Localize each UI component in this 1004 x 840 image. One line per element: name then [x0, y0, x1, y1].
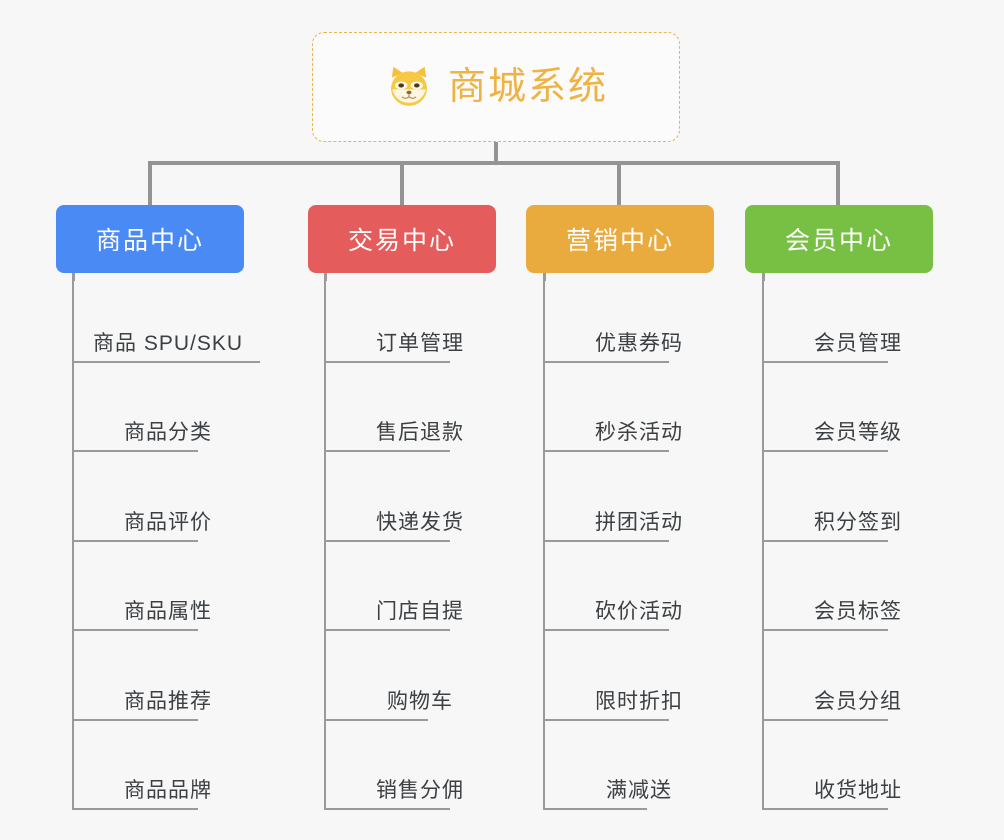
leaf-label: 会员等级 [814, 421, 902, 444]
leaf-item[interactable]: 会员标签 [764, 542, 952, 631]
leaf-item[interactable]: 砍价活动 [545, 542, 733, 631]
leaf-underline [764, 450, 888, 452]
leaf-label: 门店自提 [376, 600, 464, 623]
leaf-underline [764, 629, 888, 631]
leaf-underline [545, 360, 669, 363]
leaf-label: 商品属性 [124, 600, 212, 623]
branch-label-1: 商品中心 [95, 227, 204, 255]
leaf-label: 限时折扣 [595, 689, 683, 713]
leaf-underline [326, 808, 450, 810]
leaf-label: 商品评价 [124, 510, 212, 534]
leaf-label: 收货地址 [814, 779, 902, 802]
leaf-underline [545, 450, 669, 452]
leaf-item[interactable]: 会员分组 [764, 631, 952, 721]
leaf-item[interactable]: 商品属性 [74, 542, 262, 631]
leaf-item[interactable]: 会员等级 [764, 363, 952, 452]
leaf-underline [74, 718, 198, 721]
leaf-label: 购物车 [387, 689, 453, 713]
connector-root-stem [494, 142, 498, 164]
leaf-item[interactable]: 商品分类 [74, 363, 262, 452]
leaf-underline [545, 539, 669, 542]
leaf-underline [74, 629, 198, 631]
branch-label-2: 交易中心 [347, 227, 456, 255]
leaf-label: 会员标签 [814, 600, 902, 623]
leaf-item[interactable]: 商品 SPU/SKU [74, 273, 262, 363]
leaf-column-4: 会员管理 会员等级 积分签到 会员标签 会员分组 收货地址 [762, 273, 952, 810]
leaf-label: 优惠券码 [595, 331, 683, 355]
leaf-label: 商品推荐 [124, 689, 212, 713]
leaf-underline [764, 360, 888, 363]
connector-drop-3 [617, 161, 621, 207]
leaf-underline [326, 718, 428, 721]
leaf-underline [326, 539, 450, 542]
branch-box-1[interactable]: 商品中心 [56, 205, 244, 273]
leaf-label: 商品分类 [124, 421, 212, 444]
leaf-item[interactable]: 商品评价 [74, 452, 262, 542]
branch-label-4: 会员中心 [784, 227, 893, 255]
leaf-label: 会员管理 [814, 331, 902, 355]
leaf-item[interactable]: 限时折扣 [545, 631, 733, 721]
leaf-label: 拼团活动 [595, 510, 683, 534]
leaf-label: 商品 SPU/SKU [92, 331, 244, 355]
leaf-item[interactable]: 优惠券码 [545, 273, 733, 363]
leaf-underline [764, 718, 888, 721]
leaf-underline [326, 629, 450, 631]
leaf-underline [74, 450, 198, 452]
root-node-content: 商城系统 [384, 62, 608, 112]
root-node-mall-system[interactable]: 商城系统 [312, 32, 680, 142]
connector-horizontal-bus [150, 161, 840, 165]
branch-box-4[interactable]: 会员中心 [745, 205, 933, 273]
leaf-underline [764, 808, 888, 810]
connector-drop-4 [836, 161, 840, 207]
leaf-item[interactable]: 满减送 [545, 721, 733, 810]
leaf-column-2: 订单管理 售后退款 快递发货 门店自提 购物车 销售分佣 [324, 273, 514, 810]
leaf-column-1: 商品 SPU/SKU 商品分类 商品评价 商品属性 商品推荐 商品品牌 [72, 273, 262, 810]
leaf-label: 积分签到 [814, 510, 902, 534]
leaf-column-3: 优惠券码 秒杀活动 拼团活动 砍价活动 限时折扣 满减送 [543, 273, 733, 810]
leaf-item[interactable]: 订单管理 [326, 273, 514, 363]
leaf-item[interactable]: 拼团活动 [545, 452, 733, 542]
leaf-label: 快递发货 [376, 510, 464, 534]
connector-drop-1 [148, 161, 152, 207]
branch-box-3[interactable]: 营销中心 [526, 205, 714, 273]
leaf-label: 订单管理 [376, 331, 464, 355]
leaf-underline [545, 718, 669, 721]
branch-box-2[interactable]: 交易中心 [308, 205, 496, 273]
leaf-underline [545, 629, 669, 631]
leaf-label: 满减送 [606, 779, 672, 802]
leaf-underline [326, 360, 450, 363]
leaf-item[interactable]: 快递发货 [326, 452, 514, 542]
root-title: 商城系统 [447, 66, 608, 108]
connector-drop-2 [400, 161, 404, 207]
leaf-underline [74, 808, 198, 810]
leaf-item[interactable]: 购物车 [326, 631, 514, 721]
leaf-underline [74, 539, 198, 542]
leaf-label: 会员分组 [814, 689, 902, 713]
leaf-item[interactable]: 售后退款 [326, 363, 514, 452]
leaf-label: 商品品牌 [124, 779, 212, 802]
leaf-item[interactable]: 商品品牌 [74, 721, 262, 810]
leaf-label: 砍价活动 [595, 600, 683, 623]
leaf-item[interactable]: 商品推荐 [74, 631, 262, 721]
shiba-dog-icon [384, 62, 434, 112]
leaf-item[interactable]: 秒杀活动 [545, 363, 733, 452]
leaf-underline [326, 450, 450, 452]
leaf-item[interactable]: 会员管理 [764, 273, 952, 363]
leaf-item[interactable]: 销售分佣 [326, 721, 514, 810]
leaf-underline [74, 360, 260, 363]
leaf-label: 秒杀活动 [595, 421, 683, 444]
branch-label-3: 营销中心 [565, 227, 674, 255]
leaf-item[interactable]: 门店自提 [326, 542, 514, 631]
leaf-label: 销售分佣 [376, 779, 464, 802]
leaf-underline [545, 808, 647, 810]
leaf-label: 售后退款 [376, 421, 464, 444]
leaf-underline [764, 539, 888, 542]
leaf-item[interactable]: 收货地址 [764, 721, 952, 810]
leaf-item[interactable]: 积分签到 [764, 452, 952, 542]
